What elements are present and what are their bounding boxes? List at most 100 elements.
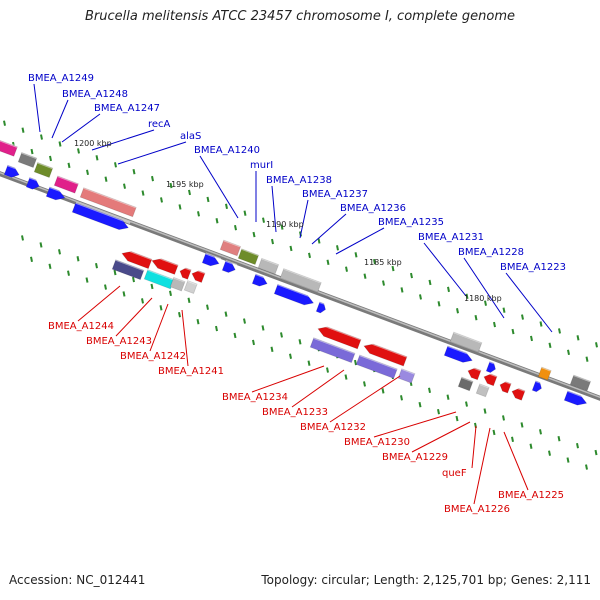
tick-mark (132, 276, 135, 283)
tick-mark (39, 242, 43, 248)
gene-glyph (169, 276, 186, 292)
gene-glyph (121, 247, 153, 270)
tick-mark (529, 443, 533, 449)
tick-mark (493, 321, 496, 328)
tick-mark (30, 148, 34, 155)
tick-mark (196, 318, 200, 325)
gene-glyph (71, 201, 131, 231)
leader-line (329, 375, 401, 423)
gene-label-plus: BMEA_A1237 (302, 189, 368, 200)
gene-label-plus: BMEA_A1247 (94, 103, 160, 114)
tick-mark (3, 120, 6, 126)
gene-glyph (45, 186, 67, 201)
gene-glyph (183, 279, 198, 295)
tick-mark (344, 374, 348, 380)
tick-mark (224, 311, 228, 317)
tick-mark (215, 218, 219, 224)
tick-mark (595, 342, 598, 348)
tick-mark (197, 211, 200, 217)
leader-line (149, 303, 169, 352)
tick-mark (363, 273, 367, 279)
gene-glyph (569, 374, 592, 392)
gene-label-minus: BMEA_A1241 (158, 366, 224, 377)
tick-mark (270, 346, 274, 353)
tick-mark (474, 314, 478, 321)
tick-mark (539, 321, 543, 327)
tick-mark (594, 449, 598, 456)
gene-label-plus: BMEA_A1238 (266, 175, 332, 186)
gene-label-plus: BMEA_A1240 (194, 145, 260, 156)
leader-line (199, 155, 239, 219)
tick-mark (492, 429, 496, 436)
tick-mark (456, 308, 459, 314)
gene-glyph (511, 385, 526, 401)
gene-label-minus: BMEA_A1242 (120, 351, 186, 362)
tick-mark (262, 217, 265, 223)
gene-glyph (17, 151, 38, 169)
tick-marks (3, 120, 598, 470)
tick-mark (104, 284, 107, 290)
gene-label-plus: BMEA_A1231 (418, 232, 484, 243)
gene-labels: BMEA_A1249BMEA_A1248BMEA_A1247recAalaSBM… (28, 73, 566, 515)
tick-mark (336, 245, 339, 251)
tick-mark (85, 277, 89, 283)
gene-glyph (279, 267, 322, 293)
tick-mark (271, 238, 274, 245)
chromosome-backbone (0, 171, 600, 401)
kbp-label: 1190 kbp (266, 220, 304, 229)
tick-mark (21, 235, 24, 241)
leader-line (311, 213, 347, 245)
gene-glyph (531, 379, 544, 393)
tick-mark (317, 238, 321, 244)
leader-line (115, 297, 153, 337)
gene-glyph (33, 161, 54, 179)
leader-line (503, 431, 529, 491)
leader-line (463, 257, 505, 319)
tick-mark (289, 353, 292, 359)
gene-label-minus: queF (442, 468, 467, 479)
tick-mark (557, 436, 561, 442)
tick-mark (326, 259, 330, 265)
tick-mark (169, 290, 172, 297)
gene-glyph (273, 283, 316, 306)
gene-label-minus: BMEA_A1229 (382, 452, 448, 463)
gene-label-plus: BMEA_A1235 (378, 217, 444, 228)
gene-glyph (257, 257, 280, 275)
tick-mark (252, 339, 255, 346)
tick-mark (67, 162, 71, 169)
kbp-label: 1185 kbp (364, 258, 402, 267)
gene-label-plus: BMEA_A1223 (500, 262, 566, 273)
gene-glyph (111, 258, 145, 281)
tick-mark (567, 349, 570, 355)
tick-mark (234, 224, 237, 231)
leader-line (505, 272, 553, 333)
tick-mark (400, 287, 404, 293)
gene-glyph (219, 239, 242, 257)
tick-mark (419, 294, 422, 300)
tick-mark (354, 359, 357, 366)
gene-label-minus: BMEA_A1230 (344, 437, 410, 448)
gene-glyph (309, 336, 356, 364)
gene-label-plus: BMEA_A1228 (458, 247, 524, 258)
tick-mark (521, 314, 524, 320)
leader-line (291, 369, 345, 408)
tick-mark (511, 436, 514, 443)
tick-mark (511, 328, 515, 335)
tick-mark (243, 318, 246, 324)
tick-mark (484, 300, 487, 306)
tick-mark (308, 252, 311, 259)
tick-mark (21, 127, 25, 133)
tick-mark (40, 134, 43, 140)
gene-features (0, 132, 592, 406)
tick-mark (206, 304, 209, 310)
gene-glyph (485, 360, 498, 374)
gene-glyph (201, 252, 222, 267)
tick-mark (187, 297, 191, 303)
kbp-label: 1180 kbp (464, 294, 502, 303)
gene-label-plus: alaS (180, 131, 201, 142)
gene-glyph (79, 186, 137, 218)
gene-glyph (563, 389, 589, 406)
tick-mark (225, 203, 228, 210)
tick-mark (381, 388, 385, 394)
